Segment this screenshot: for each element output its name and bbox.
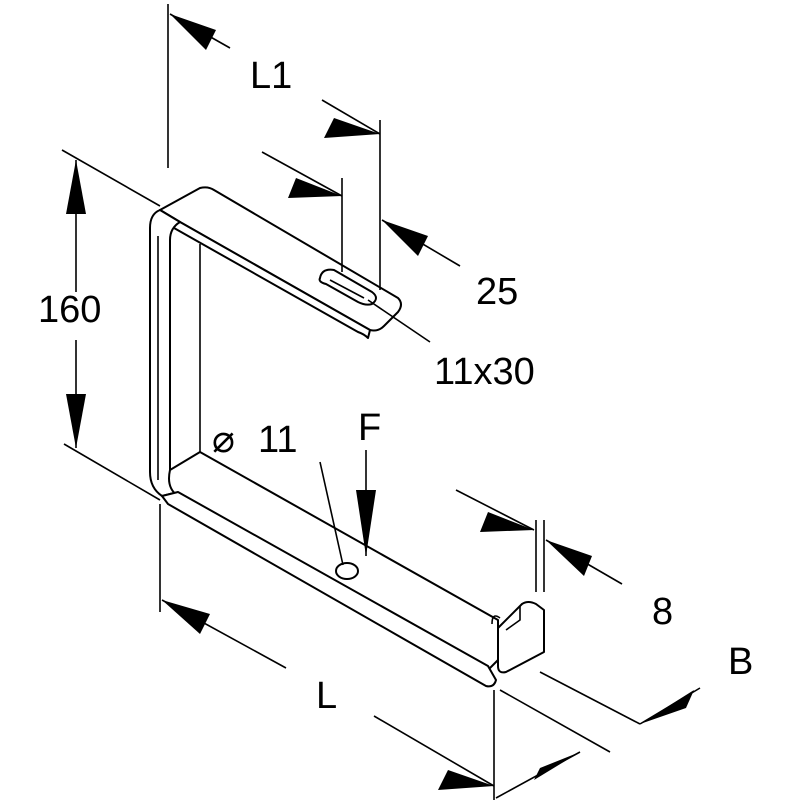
arrowheads — [66, 14, 694, 790]
label-hole: 11 — [258, 419, 297, 461]
arrow-l1-right — [324, 118, 380, 138]
label-length: L — [316, 675, 337, 717]
bottom-arm — [168, 451, 499, 673]
arrow-8-right — [546, 540, 592, 576]
end-lip — [497, 601, 545, 674]
arrow-b-left — [534, 752, 580, 780]
arrow-160-top — [66, 160, 86, 214]
hole-11 — [335, 562, 359, 580]
arrow-25-left — [288, 178, 342, 198]
dimension-labels: L1 25 160 11x30 ⌀ 11 F 8 L B — [38, 55, 753, 717]
arrow-l1-left — [170, 14, 216, 50]
bottom-arm-front — [161, 491, 497, 688]
top-arm — [159, 186, 402, 332]
slot-11x30 — [318, 268, 377, 306]
label-160: 160 — [38, 289, 101, 331]
arrow-l-left — [162, 600, 210, 634]
arrow-8-left — [480, 512, 534, 532]
label-hole-symbol: ⌀ — [212, 419, 235, 461]
bracket-part — [149, 186, 545, 688]
label-25: 25 — [476, 271, 518, 313]
arrow-f — [356, 490, 376, 556]
label-width: B — [728, 641, 753, 683]
label-slot: 11x30 — [434, 351, 535, 393]
arrow-25-right — [382, 220, 428, 256]
top-arm-front — [159, 209, 371, 339]
label-l1: L1 — [250, 55, 292, 97]
arrow-b-right — [640, 690, 694, 724]
arrow-l-right — [438, 770, 494, 790]
arrow-160-bottom — [66, 394, 86, 448]
label-force: F — [358, 407, 381, 449]
vertical-web — [149, 209, 181, 497]
label-thickness: 8 — [652, 591, 673, 633]
